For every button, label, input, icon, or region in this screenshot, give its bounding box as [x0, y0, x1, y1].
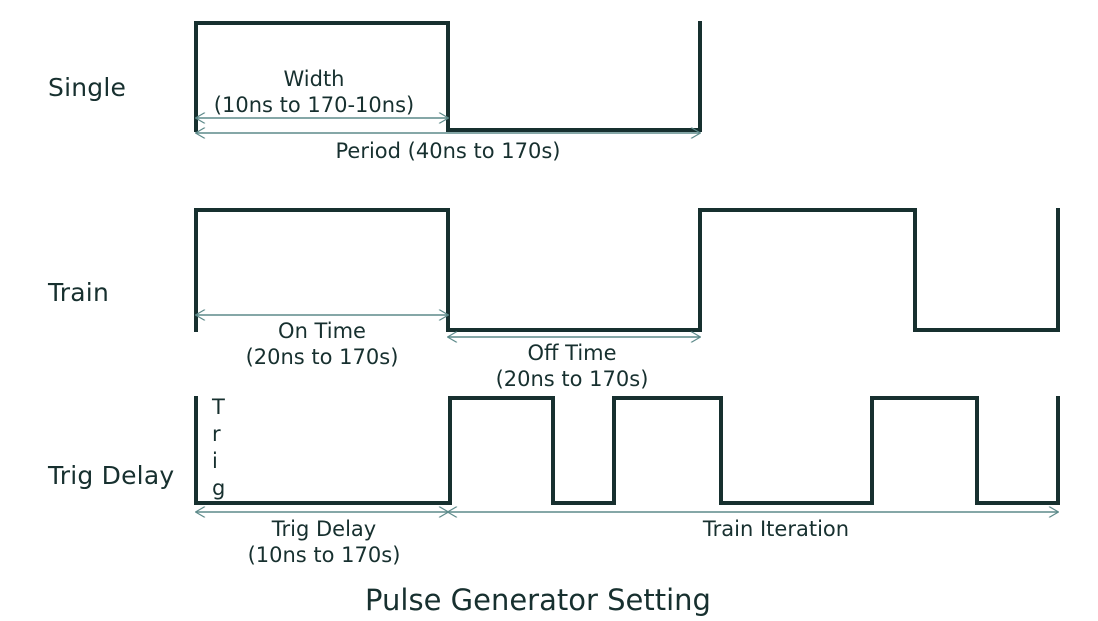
dimension-label-trig-delay: Trig Delay (10ns to 170s)	[248, 516, 401, 568]
trig-marker-letter-2: i	[212, 449, 218, 473]
row-label-single: Single	[48, 73, 127, 102]
trig-marker-letter-3: g	[212, 476, 226, 500]
dimension-label-on-time-line1: On Time	[278, 319, 366, 343]
trig-marker-letter-1: r	[212, 422, 221, 446]
dimension-label-width-line1: Width	[283, 67, 345, 91]
trig-marker-letter-0: T	[212, 395, 225, 419]
dimension-label-off-time-line2: (20ns to 170s)	[495, 367, 649, 391]
dimension-label-train-iteration-line1: Train Iteration	[702, 517, 850, 541]
row-label-train: Train	[48, 278, 109, 307]
trig-marker-label: T r i g	[212, 394, 225, 502]
dimension-label-train-iteration: Train Iteration	[703, 516, 849, 542]
row-label-trig-delay: Trig Delay	[48, 461, 175, 490]
dimension-label-on-time: On Time (20ns to 170s)	[246, 318, 399, 370]
waveform-train	[194, 208, 1060, 332]
dimension-label-off-time: Off Time (20ns to 170s)	[496, 340, 649, 392]
dimension-label-on-time-line2: (20ns to 170s)	[245, 345, 399, 369]
dimension-label-period: Period (40ns to 170s)	[336, 138, 561, 164]
dimension-label-off-time-line1: Off Time	[527, 341, 617, 365]
dimension-label-width-line2: (10ns to 170-10ns)	[213, 93, 415, 117]
dimension-label-width: Width (10ns to 170-10ns)	[214, 66, 414, 118]
waveform-single	[194, 21, 702, 132]
dimension-label-trig-delay-line2: (10ns to 170s)	[247, 543, 401, 567]
diagram-title: Pulse Generator Setting	[365, 583, 711, 617]
waveform-trig-delay	[194, 396, 1060, 505]
dimension-label-trig-delay-line1: Trig Delay	[271, 517, 377, 541]
dimension-label-period-line1: Period (40ns to 170s)	[335, 139, 561, 163]
